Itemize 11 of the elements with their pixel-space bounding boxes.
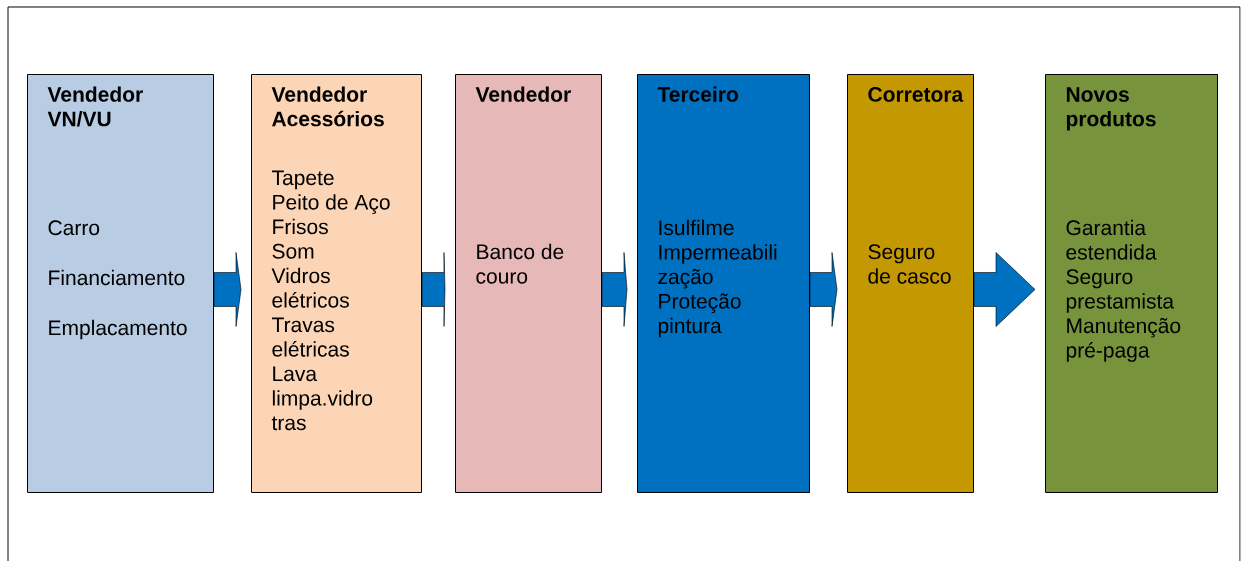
- column-box: Vendedor Acessórios Tapete Peito de Aço Frisos Som Vidros elétricos Travas elétricas Lava limpa.vidro tras: [251, 74, 422, 493]
- column-box: Vendedor Banco de couro: [455, 74, 602, 493]
- block-arrow: [421, 252, 446, 327]
- block-arrow: [601, 252, 628, 327]
- column-box: Novos produtos Garantia estendida Seguro prestamista Manutenção pré-paga: [1045, 74, 1218, 493]
- block-arrow: [213, 252, 242, 327]
- column-box: Terceiro Isulfilme Impermeabili zação Proteção pintura: [637, 74, 810, 493]
- column-box: Corretora Seguro de casco: [847, 74, 974, 493]
- column-box: Vendedor VN/VU Carro Financiamento Emplacamento: [27, 74, 214, 493]
- block-arrow: [809, 252, 838, 327]
- block-arrow: [973, 252, 1036, 327]
